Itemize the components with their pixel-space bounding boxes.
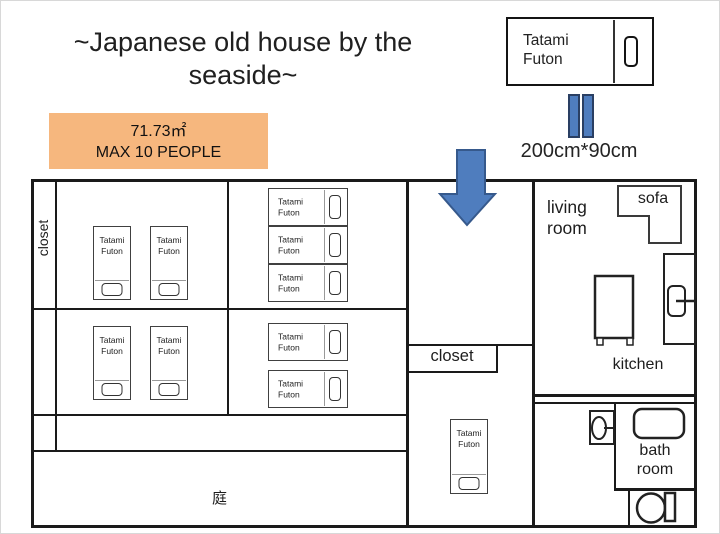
pillow-icon: [329, 195, 341, 219]
wall-mid-closet-top: [406, 344, 535, 346]
kitchen-sink-icon: [667, 285, 686, 317]
wall-outer-top: [31, 179, 697, 182]
page-title: ~Japanese old house by the seaside~: [23, 26, 463, 92]
title-line-2: seaside~: [188, 60, 298, 90]
wall-middle-left: [406, 179, 409, 528]
washbasin-box: [589, 410, 615, 445]
wall-outer-left: [31, 179, 34, 528]
wall-mid-closet-bottom: [406, 371, 498, 373]
fridge-foot-left: [596, 337, 604, 346]
pillow-icon: [101, 383, 123, 396]
wall-row2-divider: [31, 414, 408, 416]
pillow-icon: [158, 283, 180, 296]
pillow-icon: [624, 36, 638, 67]
kitchen-counter-icon: [663, 253, 696, 345]
wall-bathroom-left: [614, 402, 616, 490]
wall-middle-right: [532, 179, 535, 528]
kitchen-label: kitchen: [612, 356, 664, 373]
pillow-icon: [329, 271, 341, 295]
title-line-1: ~Japanese old house by the: [73, 27, 413, 57]
pillow-icon: [458, 477, 480, 490]
legend-label-tatami: Tatami: [523, 32, 569, 49]
wall-garden-top: [31, 450, 409, 452]
area-value: 71.73㎡: [130, 123, 187, 140]
bathroom-label: bath room: [636, 442, 674, 478]
garden-label: 庭: [211, 490, 227, 507]
pillow-icon: [158, 383, 180, 396]
equals-bar-icon: [582, 94, 594, 138]
legend-divider: [613, 20, 615, 83]
wall-row1-divider: [31, 308, 408, 310]
equals-bar-icon: [568, 94, 580, 138]
sofa-label: sofa: [637, 190, 669, 207]
legend-futon-label: Tatami Futon: [523, 31, 569, 69]
wall-outer-bottom: [31, 525, 697, 528]
info-box: 71.73㎡ MAX 10 PEOPLE: [49, 113, 268, 169]
pillow-icon: [329, 233, 341, 257]
wall-room-divider: [227, 179, 229, 416]
wall-bathroom-bottom: [614, 488, 697, 491]
bathtub-icon: [632, 407, 686, 440]
wall-kitchen-bottom: [532, 394, 697, 397]
capacity-value: MAX 10 PEOPLE: [95, 144, 222, 161]
living-room-label: living room: [547, 197, 587, 238]
fridge-foot-right: [626, 337, 634, 346]
legend-label-futon: Futon: [523, 51, 563, 68]
washbasin-bowl-icon: [591, 416, 607, 440]
pillow-icon: [101, 283, 123, 296]
wall-outer-right: [694, 179, 697, 528]
pillow-icon: [329, 377, 341, 401]
wall-closet-column: [55, 179, 57, 451]
futon-size-label: 200cm*90cm: [520, 140, 638, 162]
fridge-icon: [593, 274, 635, 340]
wall-mid-closet-right: [496, 344, 498, 373]
entrance-arrow-icon: [437, 149, 498, 227]
pillow-icon: [329, 330, 341, 354]
closet-middle-label: closet: [430, 347, 474, 365]
wall-toilet-left: [628, 488, 630, 528]
toilet-bowl-icon: [635, 492, 667, 524]
closet-left-label: closet: [35, 219, 51, 257]
toilet-tank-icon: [663, 491, 677, 523]
